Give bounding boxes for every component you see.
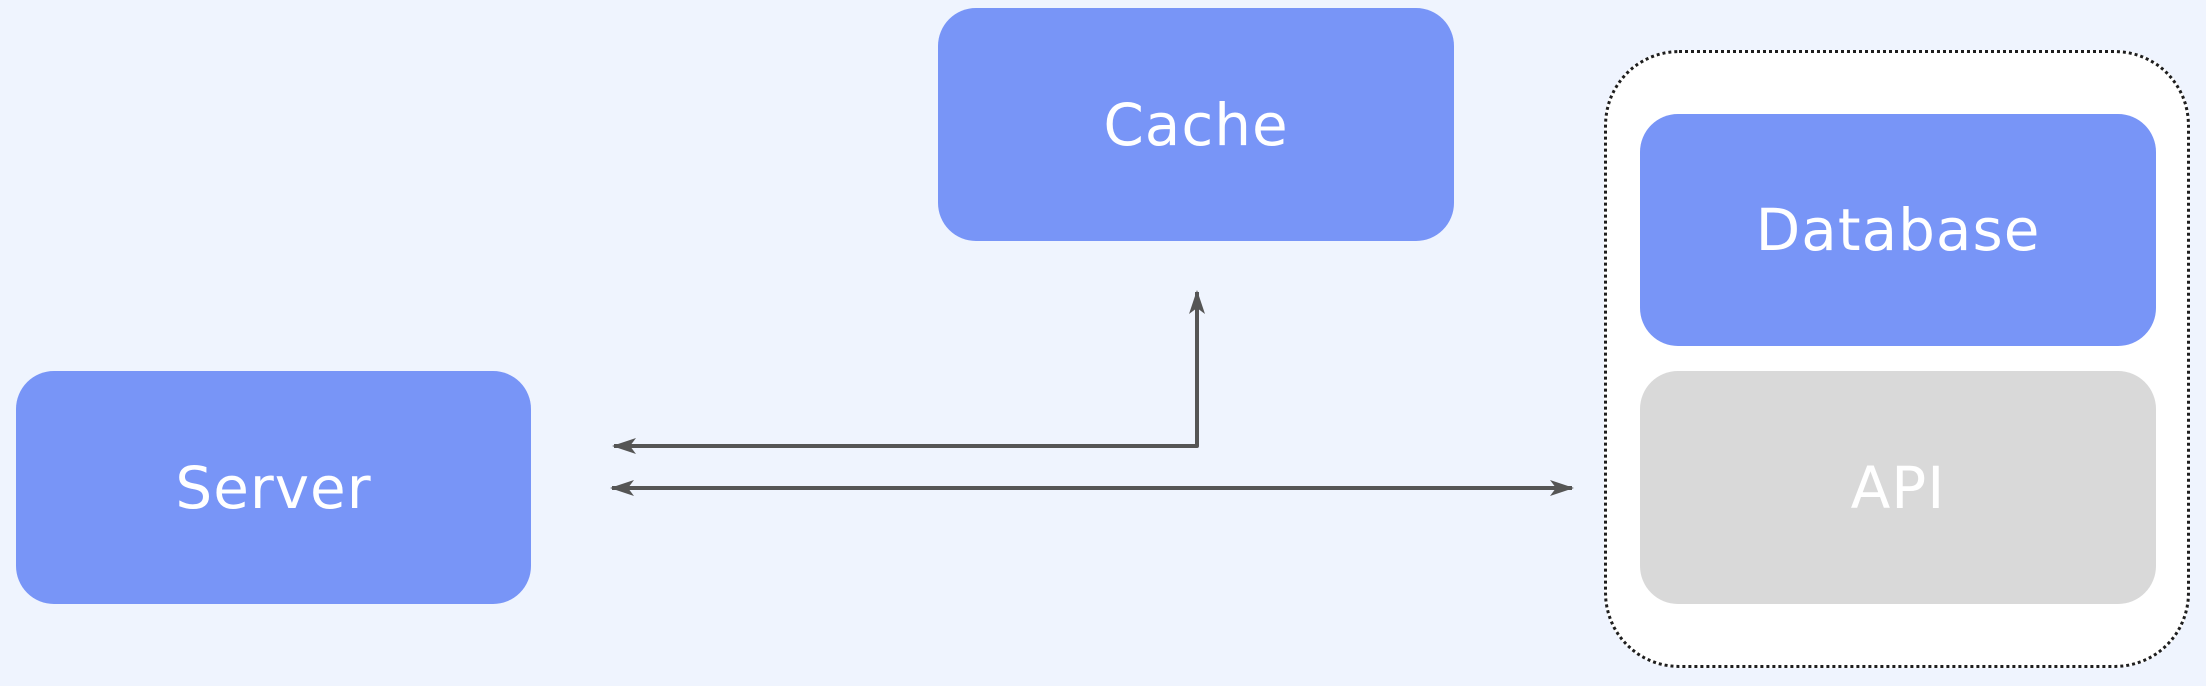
database-node[interactable]: Database [1640,114,2156,346]
server-cache-edge[interactable] [612,290,1205,454]
server-label: Server [175,453,372,522]
cache-label: Cache [1103,90,1289,159]
api-node[interactable]: API [1640,371,2156,604]
cache-node[interactable]: Cache [938,8,1454,241]
api-label: API [1850,453,1946,522]
server-node[interactable]: Server [16,371,531,604]
database-label: Database [1755,196,2041,264]
